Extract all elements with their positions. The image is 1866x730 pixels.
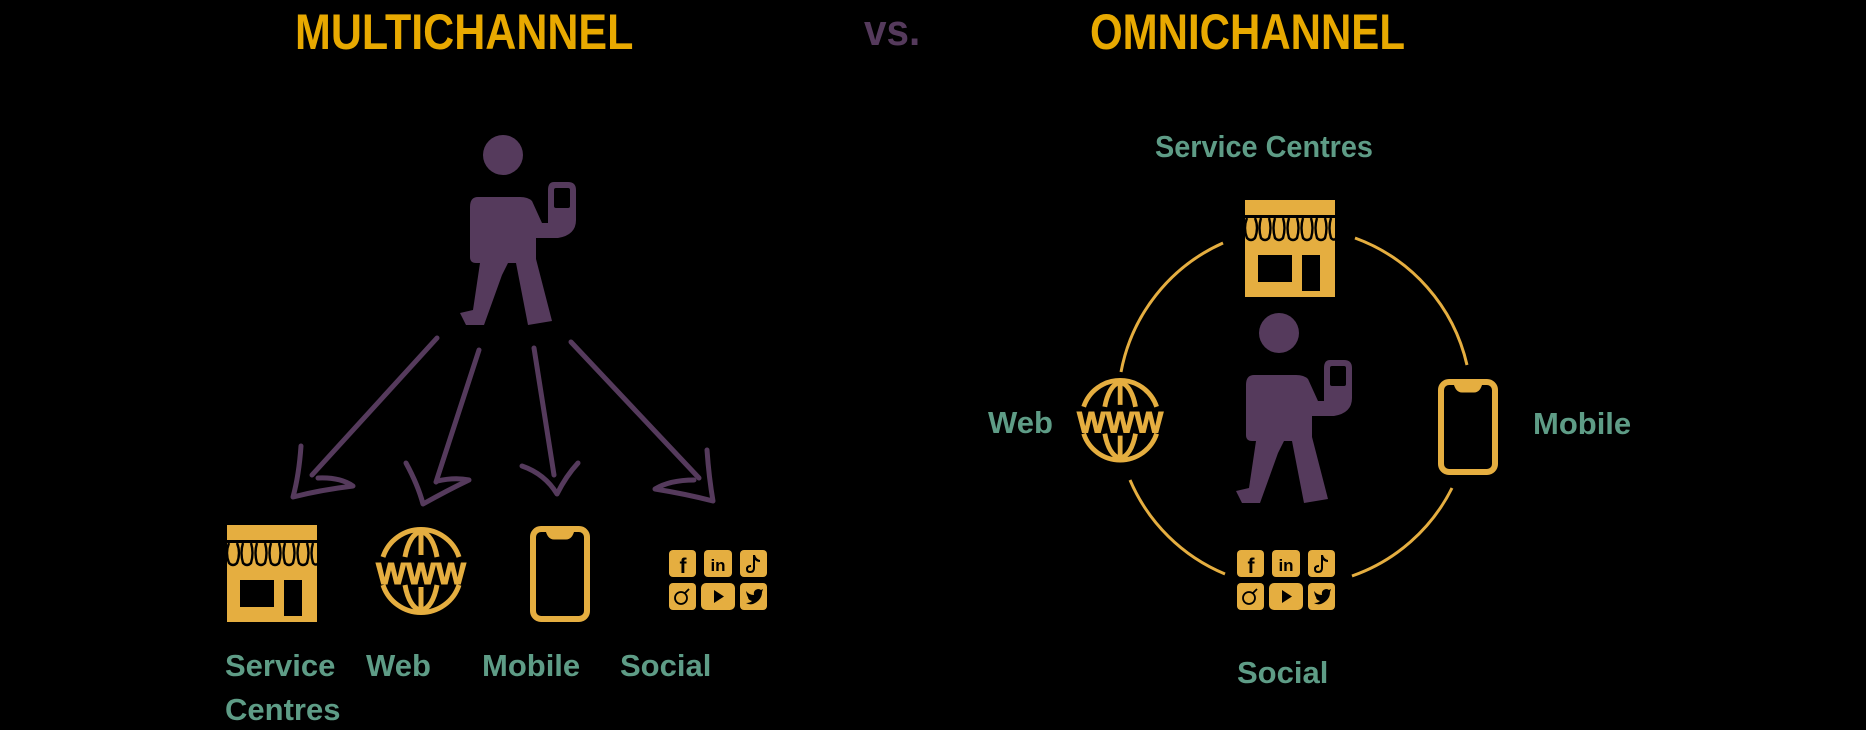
multichannel-title: MULTICHANNEL [295, 4, 634, 60]
multichannel-www-globe-icon: WWW [376, 529, 467, 612]
ring-arc-bottom-right [1351, 487, 1454, 578]
multichannel-storefront-icon [223, 523, 321, 624]
omnichannel-label-mobile: Mobile [1533, 406, 1632, 441]
arrow-to-mobile [519, 345, 581, 497]
multichannel-label-social: Social [620, 648, 712, 683]
globe-www-text: WWW [376, 556, 467, 591]
omnichannel-label-service-centres: Service Centres [1155, 129, 1373, 164]
arrow-to-service-centres [290, 335, 440, 500]
versus-label: vs. [864, 6, 921, 55]
label-line-1: Service [225, 648, 336, 683]
multichannel-arrows [290, 335, 716, 507]
ring-arc-top-left [1119, 241, 1224, 373]
label-line-2: Centres [225, 692, 341, 727]
omnichannel-www-globe-icon: WWW [1077, 380, 1164, 460]
omnichannel-social-media-icon [1236, 549, 1336, 611]
globe-www-text: WWW [1077, 407, 1164, 440]
arrow-to-web [403, 347, 482, 507]
omnichannel-smartphone-icon [1441, 382, 1495, 472]
omnichannel-connection-ring [1119, 236, 1469, 578]
arrow-to-social [568, 339, 716, 504]
omnichannel-title: OMNICHANNEL [1090, 4, 1405, 60]
multichannel-social-media-icon [668, 549, 768, 611]
multichannel-label-web: Web [366, 648, 431, 683]
ring-arc-bottom-left [1128, 479, 1226, 576]
multichannel-customer-icon [460, 135, 576, 325]
multichannel-label-service-centres: Service Centres [225, 650, 340, 725]
ring-arc-top-right [1354, 236, 1469, 366]
omnichannel-customer-icon [1236, 313, 1352, 503]
omnichannel-label-social: Social [1237, 655, 1329, 690]
omnichannel-label-web: Web [988, 405, 1053, 440]
multichannel-smartphone-icon [533, 529, 587, 619]
multichannel-label-mobile: Mobile [482, 648, 581, 683]
omnichannel-storefront-icon [1241, 198, 1339, 299]
